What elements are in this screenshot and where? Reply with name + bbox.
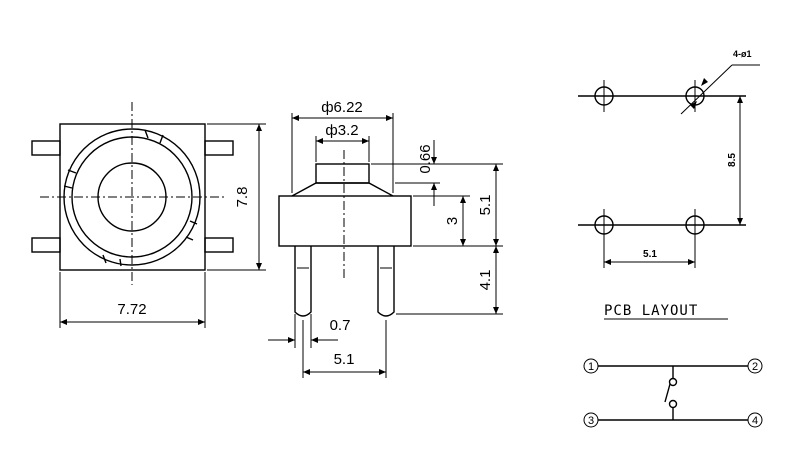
ring-tab xyxy=(144,129,164,144)
cap-inner-dia-label: ф3.2 xyxy=(325,122,358,139)
hole-spec-label: 4-ø1 xyxy=(733,49,752,59)
left-leg xyxy=(294,246,312,317)
switch-contact-top xyxy=(668,377,678,387)
pin-3-circle xyxy=(583,412,599,428)
pin-1-circle xyxy=(583,358,599,374)
ring-tab xyxy=(185,220,198,241)
switch-contact-bottom xyxy=(668,399,678,409)
pcb-vertical-spacing-label: 8.5 xyxy=(727,153,738,167)
ring-tab xyxy=(63,169,77,189)
switch-schematic: 1 2 3 4 xyxy=(583,358,763,428)
pin-4-label: 4 xyxy=(752,415,758,427)
actuator-button xyxy=(315,163,370,184)
pin-1-label: 1 xyxy=(588,361,594,373)
body-height-label: 3 xyxy=(444,217,461,225)
cap-height-label: 0.66 xyxy=(417,144,434,173)
top-view: 7.72 7.8 xyxy=(31,102,266,328)
pin-4-circle xyxy=(747,412,763,428)
cap-outer-dia-label: ф6.22 xyxy=(321,99,363,116)
switch-lever xyxy=(664,383,671,403)
total-height-label: 5.1 xyxy=(477,195,494,216)
right-leg xyxy=(377,246,395,317)
leg-length-label: 4.1 xyxy=(477,270,494,291)
pin-2-label: 2 xyxy=(752,361,758,373)
pin-spacing-label: 5.1 xyxy=(334,351,355,368)
pcb-horizontal-spacing-label: 5.1 xyxy=(643,249,657,260)
terminal-bottom-right xyxy=(204,237,234,253)
pin-width-label: 0.7 xyxy=(330,317,351,334)
terminal-top-left xyxy=(31,140,61,156)
terminal-top-right xyxy=(204,140,234,156)
side-body xyxy=(278,195,412,247)
height-dimension-label: 7.8 xyxy=(234,187,251,208)
pcb-layout-title: PCB LAYOUT xyxy=(604,303,698,319)
ring-tab xyxy=(102,254,122,267)
pin-2-circle xyxy=(747,358,763,374)
pin-3-label: 3 xyxy=(588,415,594,427)
side-view: ф6.22 ф3.2 0.66 5.1 3 4.1 0.7 5. xyxy=(268,99,503,378)
terminal-bottom-left xyxy=(31,237,61,253)
pcb-layout: 4-ø1 8.5 5.1 PCB LAYOUT xyxy=(578,49,760,320)
width-dimension-label: 7.72 xyxy=(117,301,146,318)
cap-base xyxy=(291,182,394,197)
